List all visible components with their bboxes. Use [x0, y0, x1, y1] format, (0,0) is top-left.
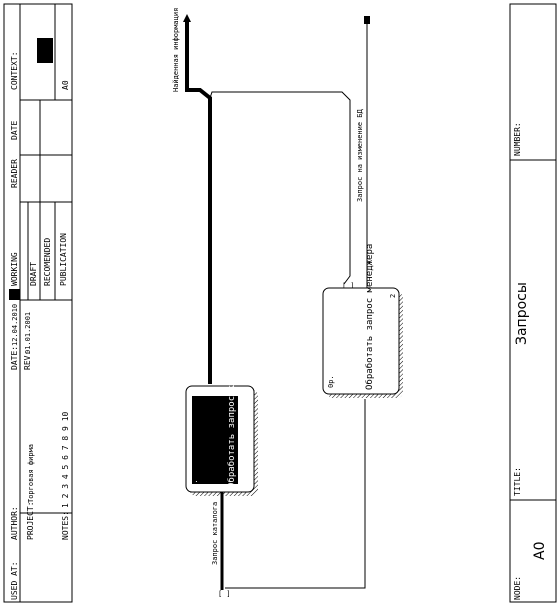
notes-numbers: 1 2 3 4 5 6 7 8 9 10: [61, 411, 70, 508]
status-working: WORKING: [10, 252, 19, 286]
rev-label: REV:: [23, 351, 32, 370]
activity-box-2-number: 2: [389, 294, 397, 298]
arrow-label-input-catalog: Запрос каталога: [211, 502, 219, 565]
date-column-label: DATE: [10, 121, 19, 140]
activity-box-1-cost: 0р.: [191, 479, 199, 492]
node-value: A0: [532, 542, 548, 560]
arrow-label-output-info: Найденная информация: [172, 8, 180, 92]
number-label: NUMBER:: [513, 122, 522, 156]
project-value: Торговая фирма: [27, 444, 35, 503]
context-node: A0: [61, 80, 70, 90]
frame-header: USED AT: AUTHOR: PROJECT: Торговая фирма…: [3, 3, 73, 603]
title-label: TITLE:: [513, 467, 522, 496]
activity-box-2[interactable]: Обработать запрос менеджера 0р. 2: [322, 244, 403, 398]
project-label: PROJECT:: [26, 501, 35, 540]
date-value: 12.04.2010: [11, 304, 19, 346]
arrow-output-info-line: [185, 22, 212, 384]
context-thumbnail: [37, 38, 53, 63]
activity-box-2-label: Обработать запрос менеджера: [364, 244, 375, 390]
node-label: NODE:: [513, 576, 522, 600]
arrow-box2-feed-line: [225, 399, 366, 589]
status-publication: PUBLICATION: [59, 233, 68, 286]
reader-label: READER: [10, 159, 19, 188]
author-label: AUTHOR:: [10, 506, 19, 540]
activity-box-2-cost: 0р.: [327, 375, 335, 388]
used-at-label: USED AT:: [10, 561, 19, 600]
rev-value: 01.01.2001: [24, 312, 32, 354]
arrow-output-info-head: [183, 14, 191, 22]
activity-box-1-fill: [192, 396, 238, 484]
date-label: DATE:: [10, 346, 19, 370]
arrow-branch-line: [209, 91, 351, 285]
working-status-marker: [9, 289, 20, 300]
notes-label: NOTES:: [61, 511, 70, 540]
status-recommended: RECOMENDED: [43, 238, 52, 286]
context-label: CONTEXT:: [10, 51, 19, 90]
tunnel-marker-bottom: [ ]: [218, 590, 231, 598]
arrow-label-output-db: Запрос на изменение БД: [356, 108, 364, 202]
arrow-output-db-head: [364, 16, 370, 24]
arrows: [ ] [ ]: [183, 14, 370, 598]
activity-box-1[interactable]: Обработать запрос клиента 0р.: [185, 353, 258, 496]
activity-box-1-label: Обработать запрос клиента: [226, 353, 237, 488]
status-draft: DRAFT: [29, 262, 38, 286]
tunnel-marker-box2: [ ]: [342, 282, 355, 290]
diagram-title: Запросы: [514, 282, 530, 345]
frame-footer: NODE: A0 TITLE: Запросы NUMBER:: [509, 3, 557, 603]
